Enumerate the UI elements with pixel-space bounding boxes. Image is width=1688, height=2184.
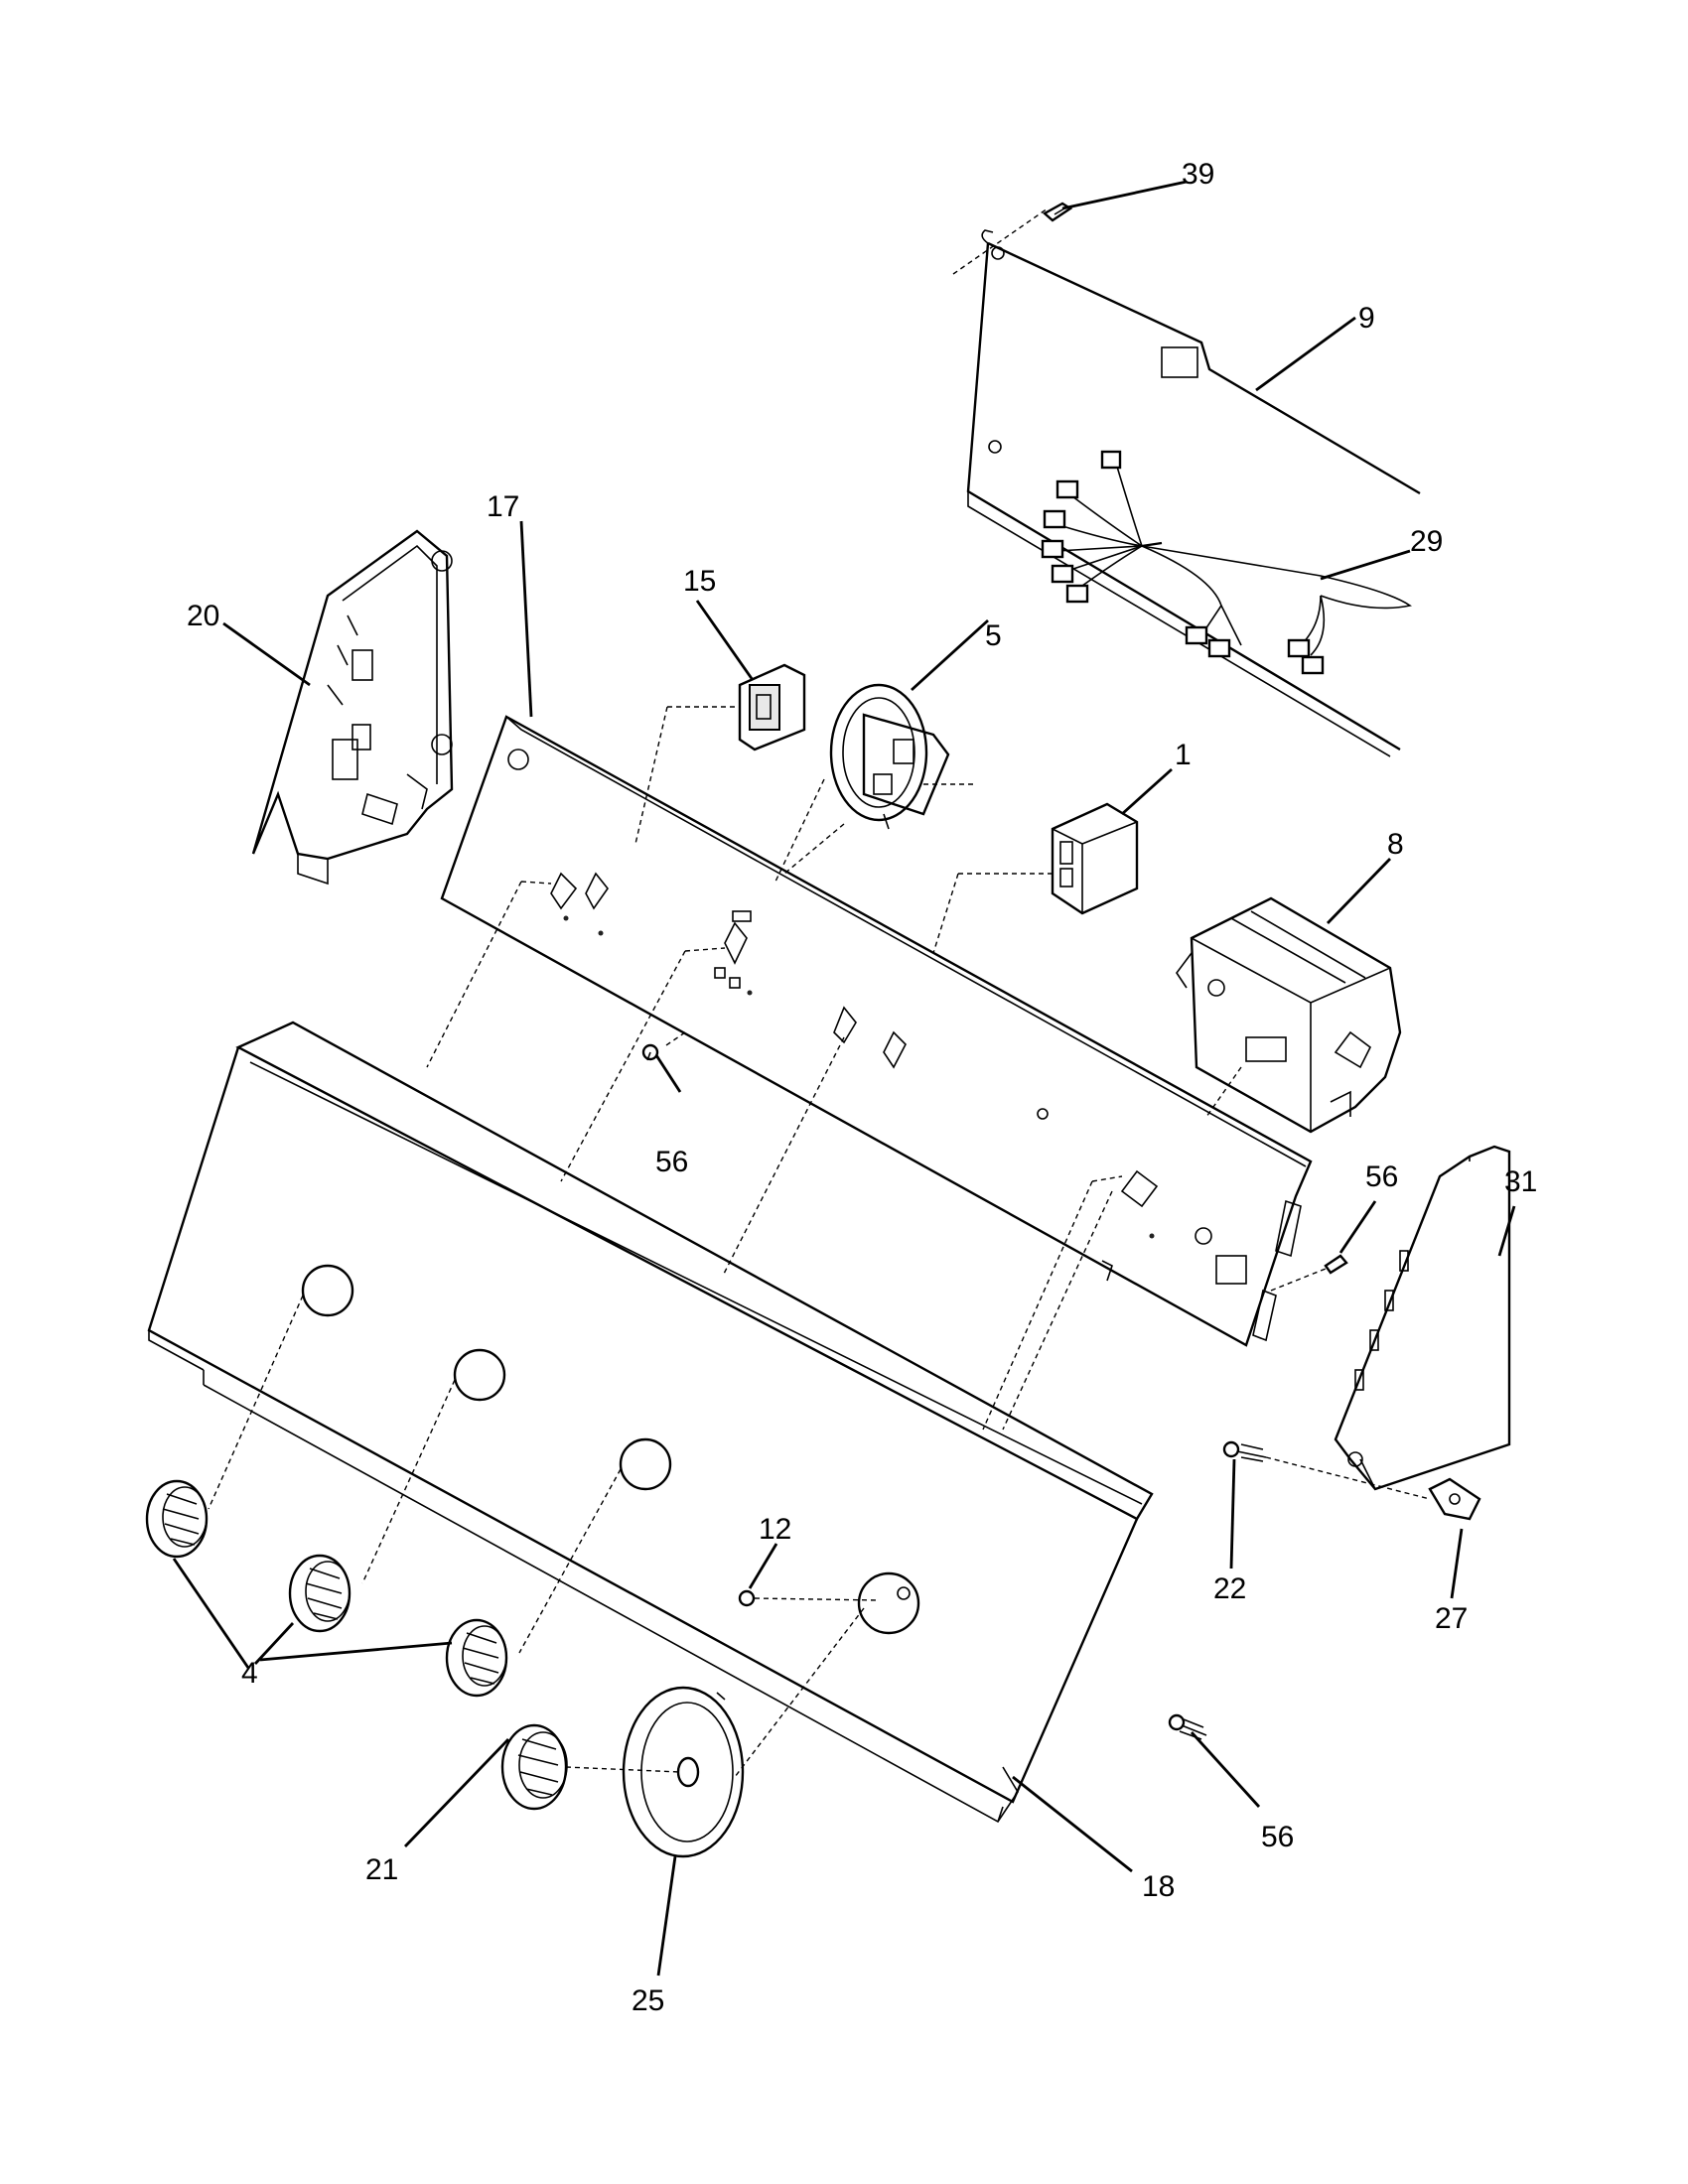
screw-56-center (641, 1043, 659, 1061)
selector-switch (1051, 802, 1139, 915)
screw-56-bottom (1168, 1713, 1207, 1740)
callout-15: 15 (683, 565, 716, 598)
callout-21: 21 (365, 1853, 398, 1886)
callout-8: 8 (1387, 828, 1404, 861)
callout-labels: 39 9 29 20 17 15 5 1 8 56 56 31 22 27 12… (187, 158, 1537, 2017)
pressure-switch (829, 683, 950, 830)
callout-18: 18 (1142, 1870, 1175, 1903)
knob-21 (500, 1723, 568, 1811)
knob-3 (445, 1618, 508, 1698)
callout-29: 29 (1410, 525, 1443, 558)
callout-39: 39 (1182, 158, 1214, 191)
left-end-cap (251, 529, 454, 886)
callout-5: 5 (985, 619, 1002, 652)
callout-56-right: 56 (1365, 1160, 1398, 1193)
control-backplate (440, 715, 1313, 1347)
clip-27 (1428, 1477, 1481, 1521)
callout-56-center: 56 (655, 1146, 688, 1178)
callout-20: 20 (187, 600, 219, 632)
callout-27: 27 (1435, 1602, 1468, 1635)
callout-56-bottom: 56 (1261, 1821, 1294, 1853)
callout-12: 12 (759, 1513, 791, 1546)
wire-harness (1041, 450, 1412, 675)
alignment-lines (208, 706, 1242, 1778)
rear-cover-panel (952, 207, 1421, 757)
callout-1: 1 (1175, 739, 1192, 771)
console-knob-holes (301, 1264, 920, 1635)
leader-lines (172, 180, 1516, 1977)
callout-22: 22 (1213, 1572, 1246, 1605)
front-console (147, 1021, 1154, 1824)
timer-assembly (1176, 896, 1402, 1134)
knob-2 (288, 1554, 352, 1633)
screw-56-right (1270, 1254, 1348, 1292)
screw-22 (1222, 1440, 1431, 1500)
push-switch (738, 663, 806, 751)
callout-17: 17 (487, 490, 519, 523)
right-end-cap (1334, 1145, 1511, 1491)
knob-skirt-25 (622, 1686, 745, 1858)
callout-31: 31 (1504, 1165, 1537, 1198)
callout-25: 25 (632, 1984, 664, 2017)
callout-4: 4 (241, 1657, 258, 1690)
screw-39 (1042, 202, 1073, 222)
callout-9: 9 (1358, 302, 1375, 335)
screw-12 (738, 1589, 880, 1607)
knob-1 (145, 1479, 209, 1559)
